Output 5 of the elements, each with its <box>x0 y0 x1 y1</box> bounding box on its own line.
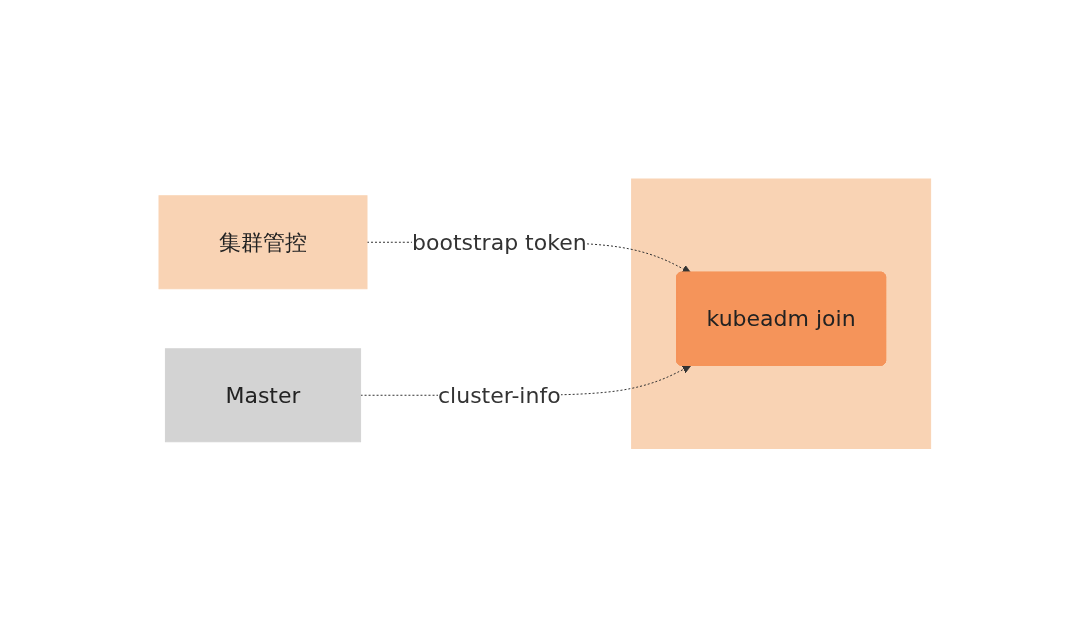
cluster <box>630 178 931 450</box>
node-box: 集群管控 <box>158 195 368 290</box>
edge-label: bootstrap token <box>411 230 587 255</box>
edge-label: cluster-info <box>437 383 561 408</box>
node-box: Master <box>164 348 361 443</box>
